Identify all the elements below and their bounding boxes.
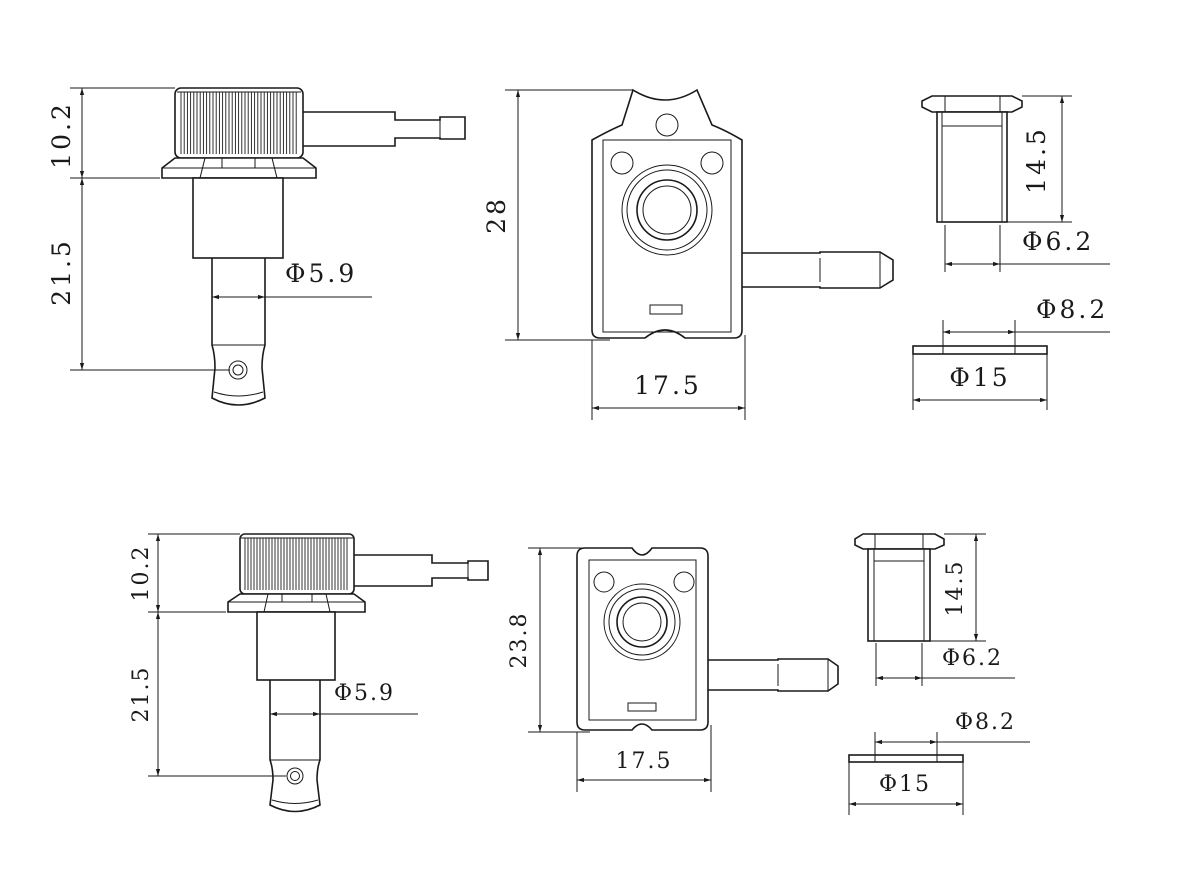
dim-washer-outer-2: Φ15	[879, 772, 931, 797]
washer-top: Φ8.2 Φ15	[912, 295, 1110, 410]
knurled-cap-top	[177, 91, 301, 154]
dim-bushing-diameter-1: Φ6.2	[1022, 227, 1094, 256]
side-view-top	[161, 87, 466, 406]
front-plate-bottom	[576, 547, 839, 731]
knurled-cap-bottom	[241, 537, 353, 590]
dim-bushing-height-1: 14.5	[1022, 126, 1051, 194]
dims-plate-bottom: 23.8 17.5	[507, 547, 712, 792]
dim-plate-height-2: 23.8	[507, 612, 532, 669]
dims-side-bottom: 10.2 21.5 Φ5.9	[129, 533, 418, 777]
side-view-bottom	[227, 533, 489, 813]
dim-side-height-bottom-2: 21.5	[129, 666, 154, 723]
dim-shaft-diameter-1: Φ5.9	[285, 259, 357, 288]
dims-bushing-top: 14.5 Φ6.2	[944, 95, 1110, 272]
dims-side-top: 10.2 21.5 Φ5.9	[47, 87, 372, 371]
dims-bushing-bottom: 14.5 Φ6.2	[875, 533, 1015, 686]
dim-shaft-diameter-2: Φ5.9	[334, 681, 395, 706]
bushing-top	[921, 95, 1023, 223]
bushing-bottom	[854, 533, 945, 642]
dim-washer-inner-1: Φ8.2	[1036, 295, 1108, 324]
dim-washer-outer-1: Φ15	[949, 363, 1010, 392]
dim-washer-inner-2: Φ8.2	[955, 710, 1016, 735]
front-plate-top	[591, 88, 894, 339]
dim-bushing-diameter-2: Φ6.2	[942, 646, 1003, 671]
washer-bottom: Φ8.2 Φ15	[848, 710, 1030, 815]
dim-bushing-height-2: 14.5	[943, 560, 968, 617]
dim-plate-width-1: 17.5	[634, 371, 702, 400]
dim-plate-height-1: 28	[482, 196, 511, 234]
dims-plate-top: 28 17.5	[482, 89, 746, 420]
dim-plate-width-2: 17.5	[616, 749, 673, 774]
dim-side-height-top-2: 10.2	[129, 545, 154, 602]
dim-side-height-top-1: 10.2	[47, 101, 76, 169]
dim-side-height-bottom-1: 21.5	[47, 238, 76, 306]
